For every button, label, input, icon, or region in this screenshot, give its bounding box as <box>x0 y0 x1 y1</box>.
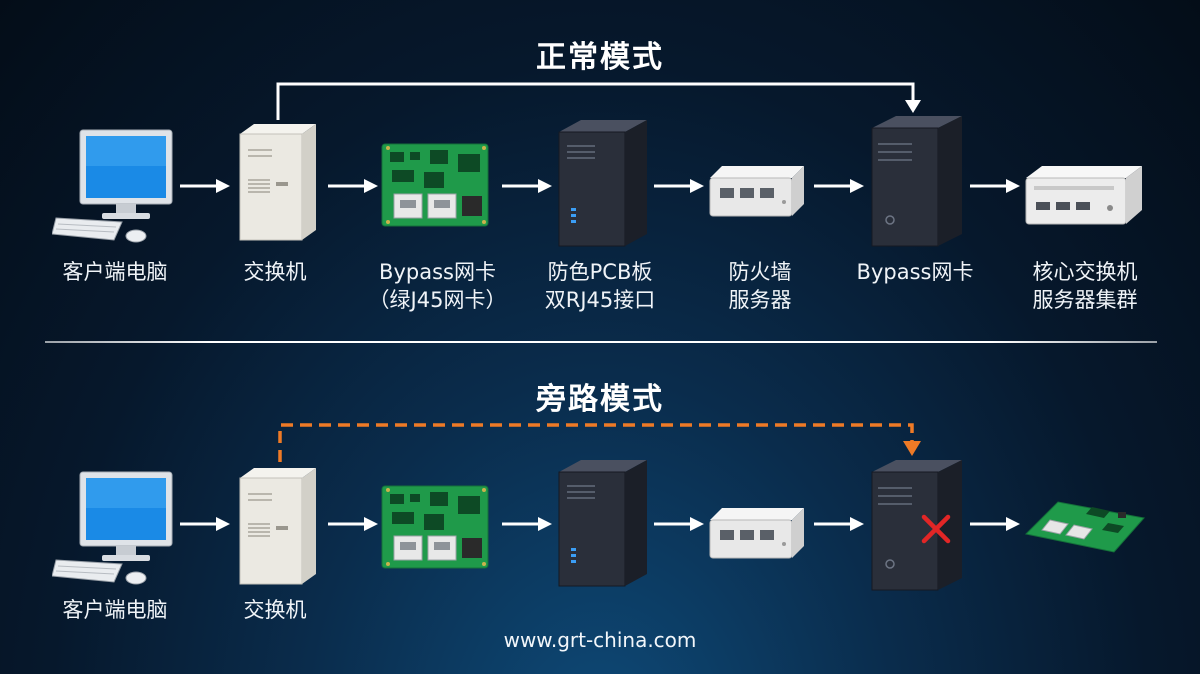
switch-tower-icon <box>239 124 316 241</box>
core-switch-icon <box>1025 166 1142 225</box>
bypass-mode-title: 旁路模式 <box>536 382 664 417</box>
pcb-board-label: 防色PCB板 双RJ45接口 <box>544 260 656 312</box>
client-label: 客户端电脑 <box>62 260 168 284</box>
arrow-icon <box>814 517 864 531</box>
arrow-icon <box>328 517 378 531</box>
arrow-icon <box>328 179 378 193</box>
arrow-icon <box>814 179 864 193</box>
client-pc-icon <box>52 471 173 585</box>
arrow-icon <box>180 179 230 193</box>
arrow-icon <box>654 517 704 531</box>
arrow-icon <box>502 179 552 193</box>
bypass-nic-pcb-icon <box>381 143 489 227</box>
switch-label: 交换机 <box>243 598 307 622</box>
switch-tower-icon <box>239 468 316 585</box>
bypass-nic-label: Bypass网卡 （绿J45网卡） <box>368 260 507 312</box>
pcb-board-tower-icon <box>558 120 647 247</box>
failed-server-icon <box>871 460 962 591</box>
footer-url: www.grt-china.com <box>503 628 697 652</box>
firewall-box-icon <box>709 508 804 559</box>
bypass-nic2-label: Bypass网卡 <box>856 260 974 284</box>
arrow-icon <box>970 517 1020 531</box>
normal-mode-title: 正常模式 <box>536 40 664 75</box>
firewall-box-icon <box>709 166 804 217</box>
pcb-board-tower-icon <box>558 460 647 587</box>
normal-bypass-path <box>276 82 921 120</box>
firewall-label: 防火墙 服务器 <box>728 260 792 312</box>
bypass-nic-server-icon <box>871 116 962 247</box>
client-pc-icon <box>52 129 173 243</box>
bypass-dashed-path <box>278 423 921 462</box>
core-switch-label: 核心交换机 服务器集群 <box>1032 260 1138 312</box>
client-label: 客户端电脑 <box>62 598 168 622</box>
failure-x-icon <box>921 514 951 544</box>
switch-label: 交换机 <box>243 260 307 284</box>
arrow-icon <box>970 179 1020 193</box>
arrow-icon <box>180 517 230 531</box>
bypass-nic-pcb-icon <box>381 485 489 569</box>
arrow-icon <box>502 517 552 531</box>
arrow-icon <box>654 179 704 193</box>
bypass-pcb-board-icon <box>1024 501 1145 553</box>
section-divider <box>45 341 1157 343</box>
